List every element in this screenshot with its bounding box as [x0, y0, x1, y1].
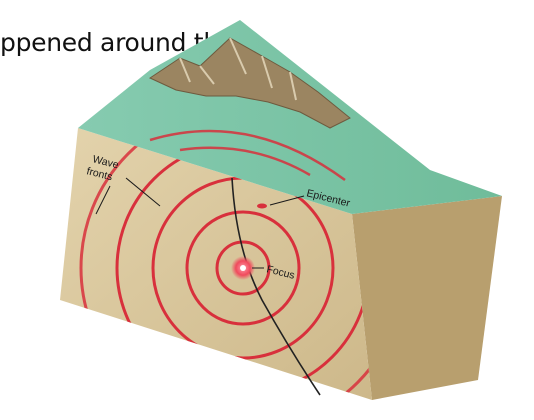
- wave-front-ring-1: [215, 240, 271, 296]
- block-side-face: [352, 196, 502, 400]
- wave-front-ring-2: [185, 210, 301, 326]
- epicenter-point: [257, 203, 267, 209]
- surface-wave-fronts: [149, 129, 346, 182]
- mountain-range: [148, 37, 351, 129]
- wave-front-ring-5: [79, 128, 372, 400]
- fault-line: [231, 177, 321, 396]
- leader-lines: [95, 177, 305, 269]
